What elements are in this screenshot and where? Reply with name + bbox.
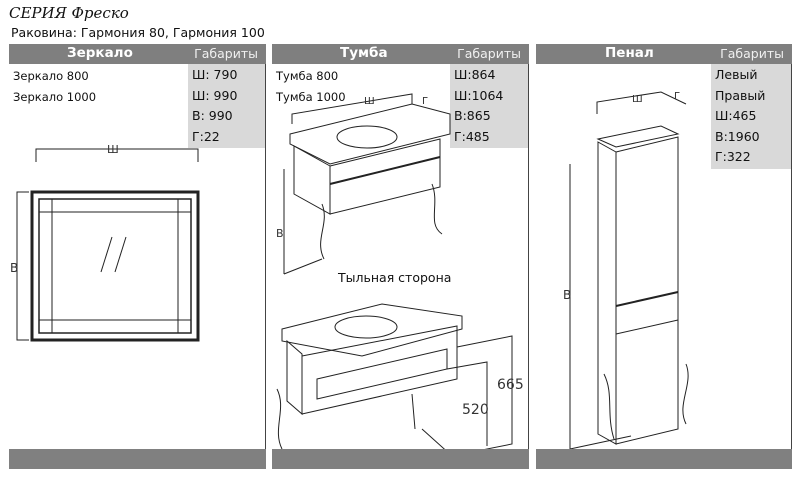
dim-value: В:865 [454, 108, 491, 123]
dims-header: Габариты [457, 46, 521, 61]
depth-label: Г [422, 96, 428, 107]
cabinet-header: Тумба Габариты [272, 44, 529, 64]
series-title: СЕРИЯ Фреско [9, 4, 129, 22]
height-label: В [10, 261, 18, 275]
height-665-label: 665 [497, 377, 524, 393]
list-item: Тумба 800 [276, 69, 339, 83]
dim-value: Ш: 790 [192, 67, 238, 82]
mirror-drawing: Ш В [10, 143, 200, 342]
sink-compatibility: Раковина: Гармония 80, Гармония 100 [11, 25, 265, 40]
cabinet-dims: Ш:864 Ш:1064 В:865 Г:485 [450, 64, 529, 148]
tall-cabinet-drawing: Ш Г В [563, 91, 689, 450]
tall-cabinet-panel: Пенал Габариты Левый Правый Ш:465 В:1960… [536, 44, 792, 469]
dim-value: Г:22 [192, 128, 220, 144]
mirror-panel: Зеркало Габариты Зеркало 800 Зеркало 100… [9, 44, 266, 469]
height-label: В [276, 227, 284, 240]
cabinet-title: Тумба [340, 45, 388, 61]
panel-border [527, 64, 529, 449]
depth-label: Г [674, 91, 680, 102]
tall-cabinet-dims: Левый Правый Ш:465 В:1960 Г:322 [711, 64, 792, 169]
panel-border [790, 64, 792, 449]
height-520-label: 520 [462, 402, 489, 418]
panel-footer [9, 449, 266, 469]
mirror-header: Зеркало Габариты [9, 44, 266, 64]
list-item: Тумба 1000 [276, 89, 346, 104]
panel-footer [272, 449, 529, 469]
dim-value: Г:322 [715, 149, 751, 164]
dims-header: Габариты [194, 46, 258, 61]
dim-value: В:1960 [715, 128, 760, 144]
dim-value: Ш:1064 [454, 87, 504, 103]
dim-value: Ш:864 [454, 67, 496, 82]
mirror-items: Зеркало 800 Зеркало 1000 [13, 66, 96, 107]
width-label: Ш [632, 94, 643, 105]
dim-value: Ш: 990 [192, 87, 238, 103]
cabinet-drawing: Ш Г В 665 520 [276, 93, 524, 457]
cabinet-items: Тумба 800 Тумба 1000 [276, 66, 346, 107]
back-side-label: Тыльная сторона [338, 270, 452, 285]
dim-value: Г:485 [454, 128, 490, 144]
height-label: В [563, 288, 571, 302]
panel-border [264, 64, 266, 449]
list-item: Зеркало 1000 [13, 89, 97, 104]
dim-value: В: 990 [192, 108, 233, 123]
tall-cabinet-title: Пенал [605, 45, 654, 61]
width-label: Ш [107, 143, 119, 156]
tall-cabinet-header: Пенал Габариты [536, 44, 792, 64]
dim-value: Правый [715, 87, 766, 103]
list-item: Зеркало 800 [13, 69, 89, 83]
mirror-title: Зеркало [67, 45, 133, 61]
dim-value: Ш:465 [715, 108, 757, 123]
panel-footer [536, 449, 792, 469]
dim-value: Левый [715, 67, 758, 82]
dims-header: Габариты [720, 46, 784, 61]
mirror-dims: Ш: 790 Ш: 990 В: 990 Г:22 [188, 64, 266, 148]
width-label: Ш [364, 96, 375, 107]
cabinet-panel: Тумба Габариты Тумба 800 Тумба 1000 Ш:86… [272, 44, 529, 469]
